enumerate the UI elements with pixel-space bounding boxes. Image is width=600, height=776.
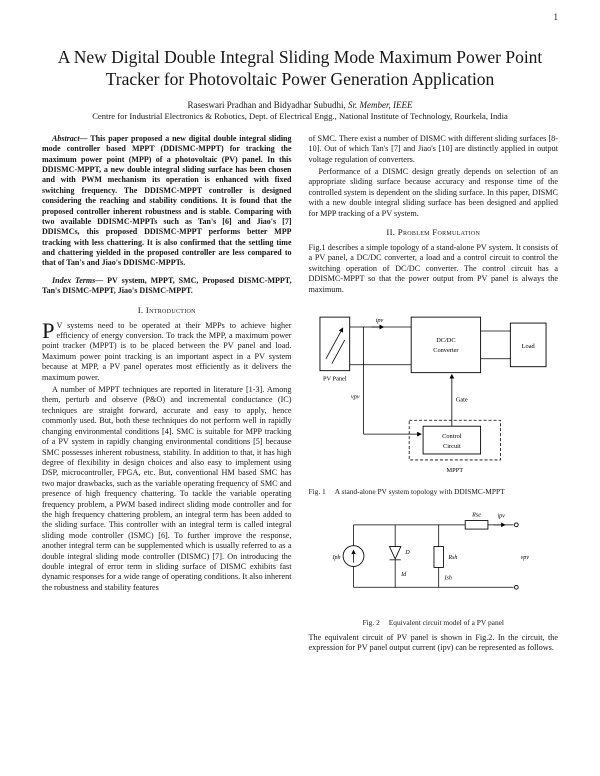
id-label: Id bbox=[400, 572, 407, 578]
right-column: of SMC. There exist a number of DISMC wi… bbox=[309, 134, 559, 656]
figure-1: PV Panel ipv DC/DC Converter bbox=[309, 303, 559, 496]
pv-panel-label: PV Panel bbox=[323, 376, 347, 383]
figure-2-number: Fig. 2 bbox=[362, 618, 380, 628]
abstract-text: This paper proposed a new digital double… bbox=[42, 133, 292, 268]
output-terminal-bottom bbox=[513, 585, 519, 590]
paper-title: A New Digital Double Integral Sliding Mo… bbox=[57, 47, 543, 90]
load-box bbox=[510, 322, 547, 368]
problem-paragraph-1: Fig.1 describes a simple topology of a s… bbox=[308, 243, 559, 294]
rse-label: Rse bbox=[471, 513, 481, 519]
abstract-label: Abstract— bbox=[52, 133, 88, 143]
abstract: Abstract— This paper proposed a new digi… bbox=[42, 134, 292, 269]
index-terms-label: Index Terms— bbox=[52, 275, 104, 285]
index-terms-text: PV system, MPPT, SMC, Proposed DISMC-MPP… bbox=[42, 275, 292, 296]
mppt-label: MPPT bbox=[447, 467, 464, 474]
page-number: 1 bbox=[553, 12, 559, 22]
control-label-line1: Control bbox=[442, 433, 462, 440]
index-terms: Index Terms— PV system, MPPT, SMC, Propo… bbox=[42, 276, 292, 297]
dropcap-letter: P bbox=[42, 317, 55, 343]
problem-paragraph-2: The equivalent circuit of PV panel is sh… bbox=[308, 632, 559, 652]
rsh-resistor bbox=[433, 546, 444, 569]
intro-paragraph-2: A number of MPPT techniques are reported… bbox=[42, 385, 292, 592]
diode-label: D bbox=[404, 550, 410, 556]
left-column: Abstract— This paper proposed a new digi… bbox=[42, 134, 292, 656]
col2-paragraph-1: of SMC. There exist a number of DISMC wi… bbox=[308, 133, 559, 164]
converter-label-line2: Converter bbox=[433, 347, 459, 354]
figure-1-caption-text: A stand-alone PV system topology with DD… bbox=[334, 487, 505, 497]
author-names: Raseswari Pradhan and Bidyadhar Subudhi, bbox=[187, 99, 348, 110]
two-column-body: Abstract— This paper proposed a new digi… bbox=[42, 134, 558, 656]
figure-2-caption: Fig. 2 Equivalent circuit model of a PV p… bbox=[309, 618, 559, 627]
fig2-vpv-label: vpv bbox=[520, 555, 529, 561]
figure-1-caption: Fig. 1 A stand-alone PV system topology w… bbox=[309, 487, 559, 496]
mppt-dashed-box bbox=[409, 419, 502, 461]
figure-2-diagram: Rse ipv vpv Iph bbox=[331, 513, 529, 590]
fig1-vpv-label: vpv bbox=[351, 394, 360, 401]
fig2-ipv-label: ipv bbox=[497, 514, 505, 520]
control-label-line2: Circuit bbox=[443, 443, 461, 450]
rse-resistor bbox=[464, 520, 489, 530]
figure-1-number: Fig. 1 bbox=[308, 487, 326, 497]
control-circuit-box bbox=[422, 425, 482, 455]
rsh-label: Rsh bbox=[447, 555, 457, 561]
diode-symbol bbox=[388, 546, 402, 561]
converter-label-line1: DC/DC bbox=[436, 337, 455, 344]
gate-label: Gate bbox=[456, 396, 468, 403]
converter-box bbox=[410, 316, 482, 374]
figure-2: Rse ipv vpv Iph bbox=[309, 504, 559, 628]
fig1-ipv-label: ipv bbox=[376, 317, 384, 324]
intro-paragraph-1-text: V systems need to be operated at their M… bbox=[42, 320, 292, 382]
section-heading-problem-formulation: II. Problem Formulation bbox=[386, 227, 481, 238]
author-membership: Sr. Member, IEEE bbox=[347, 99, 413, 110]
affiliation: Centre for Industrial Electronics & Robo… bbox=[92, 110, 508, 121]
pv-panel-box bbox=[319, 316, 351, 372]
load-label: Load bbox=[522, 343, 536, 350]
ish-label: Ish bbox=[443, 576, 451, 582]
figure-1-diagram: PV Panel ipv DC/DC Converter bbox=[319, 316, 547, 474]
authors-line: Raseswari Pradhan and Bidyadhar Subudhi,… bbox=[42, 100, 558, 110]
col2-paragraph-2: Performance of a DISMC design greatly de… bbox=[308, 167, 559, 218]
iph-label: Iph bbox=[331, 555, 340, 561]
section-heading-introduction: I. Introduction bbox=[137, 304, 196, 315]
figure-2-caption-text: Equivalent circuit model of a PV panel bbox=[388, 618, 504, 628]
output-terminal-top bbox=[513, 522, 519, 528]
